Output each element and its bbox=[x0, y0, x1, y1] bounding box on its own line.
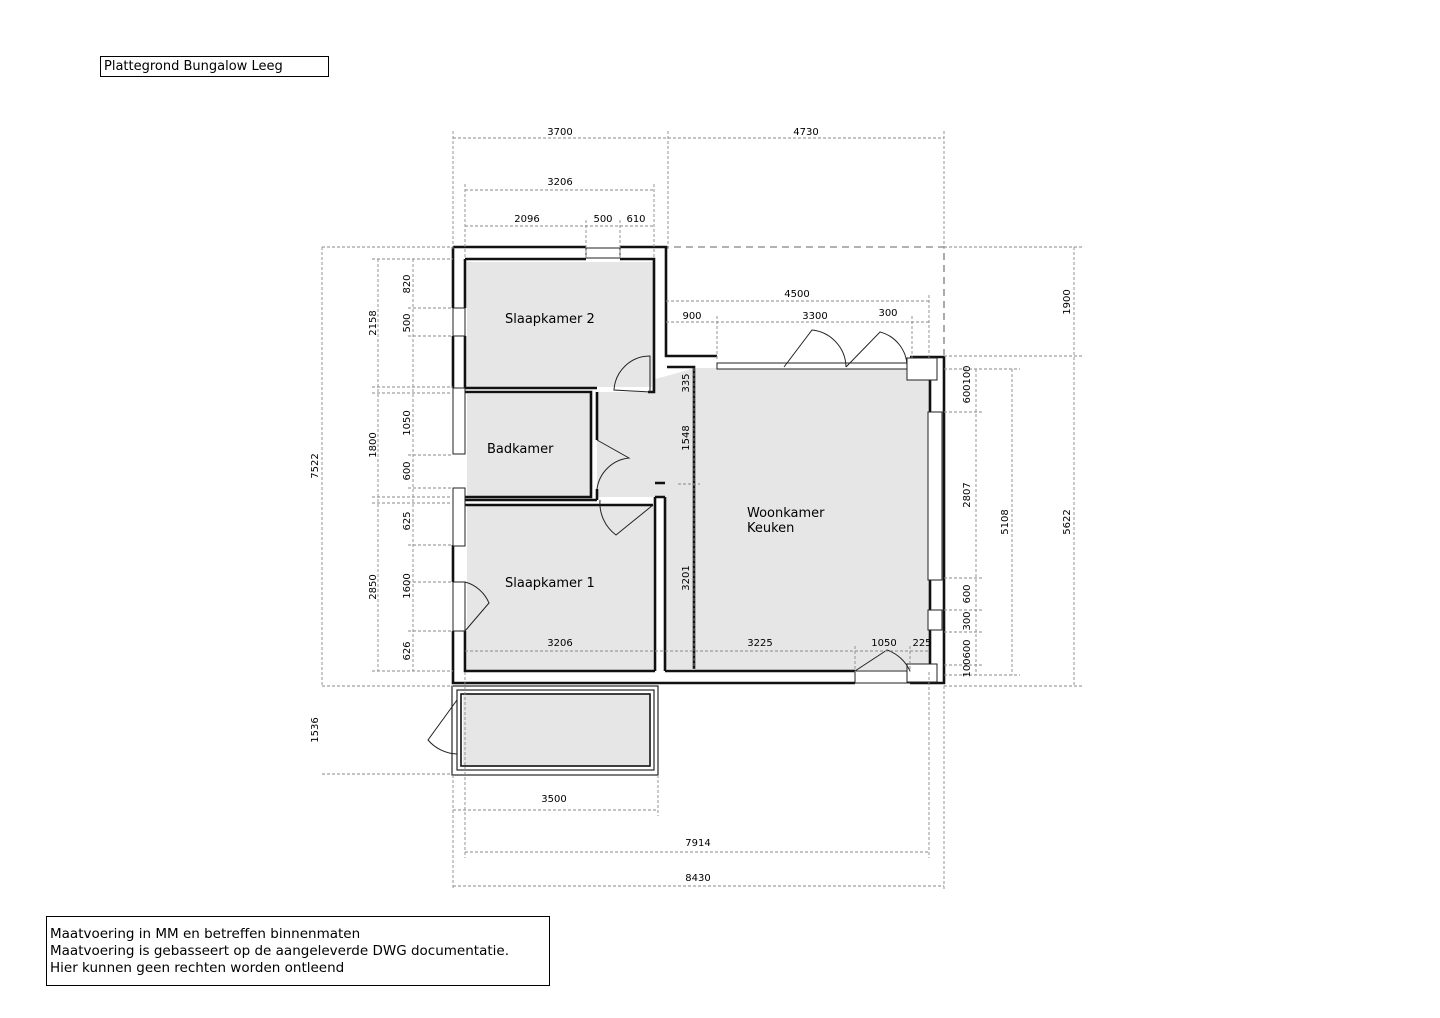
floor-woonkamer bbox=[694, 368, 929, 670]
dim-left-820: 820 bbox=[402, 274, 413, 293]
door-slaapkamer2 bbox=[613, 355, 651, 393]
dim-bottom-1050: 1050 bbox=[871, 638, 896, 649]
dim-left-600: 600 bbox=[402, 461, 413, 480]
dim-storage-width: 3500 bbox=[541, 794, 566, 805]
dim-hall-3201: 3201 bbox=[681, 565, 692, 590]
dim-bottom-3225: 3225 bbox=[747, 638, 772, 649]
dimension-labels: 3700 4730 3206 2096 500 610 4500 900 330… bbox=[310, 127, 1073, 884]
room-labels: Slaapkamer 2 Badkamer Slaapkamer 1 Woonk… bbox=[487, 312, 825, 591]
door-storage bbox=[427, 699, 458, 755]
storage-inner-wall bbox=[460, 693, 651, 767]
dim-right-300: 300 bbox=[962, 611, 973, 630]
room-slaapkamer-2: Slaapkamer 2 bbox=[505, 312, 595, 327]
dim-right-100-top: 100 bbox=[962, 365, 973, 384]
door-west-slaapkamer1 bbox=[452, 581, 466, 632]
dim-top-b: 500 bbox=[593, 214, 612, 225]
room-badkamer: Badkamer bbox=[487, 442, 554, 457]
wall-north-outer bbox=[453, 245, 717, 358]
dim-hall-335: 335 bbox=[681, 373, 692, 392]
window-east-small bbox=[927, 609, 943, 631]
wall-north-inner bbox=[465, 257, 656, 394]
dim-storage-height: 1536 bbox=[310, 717, 321, 742]
note-line-3: Hier kunnen geen rechten worden ontleend bbox=[50, 960, 345, 976]
dim-left-626: 626 bbox=[402, 641, 413, 660]
note-line-1: Maatvoering in MM en betreffen binnenmat… bbox=[50, 926, 361, 942]
storage-mid-wall bbox=[456, 689, 655, 771]
floor-storage bbox=[463, 694, 649, 766]
wall-east-outer bbox=[910, 355, 946, 685]
wall-hall-south bbox=[653, 497, 667, 671]
dim-right-inner: 5108 bbox=[1000, 509, 1011, 534]
walls bbox=[451, 245, 946, 776]
dim-bottom-inner: 7914 bbox=[685, 838, 710, 849]
windows bbox=[452, 247, 943, 684]
wall-bathroom-inner bbox=[465, 390, 593, 499]
wall-south-inner bbox=[463, 631, 855, 673]
dim-top-right: 4730 bbox=[793, 127, 818, 138]
window-west-slaapkamer1 bbox=[452, 487, 466, 547]
dim-terrace-c: 300 bbox=[878, 308, 897, 319]
floor-badkamer bbox=[467, 394, 591, 498]
dim-terrace-b: 3300 bbox=[802, 311, 827, 322]
dimension-lines bbox=[321, 131, 1082, 890]
door-swings bbox=[427, 329, 911, 755]
dim-bottom-225: 225 bbox=[912, 638, 931, 649]
dim-top-c: 610 bbox=[626, 214, 645, 225]
window-west-slaapkamer2 bbox=[452, 307, 466, 337]
dim-right-top: 1900 bbox=[1062, 289, 1073, 314]
dim-left-1050: 1050 bbox=[402, 410, 413, 435]
note-line-2: Maatvoering is gebasseert op de aangelev… bbox=[50, 943, 509, 959]
dim-terrace-total: 4500 bbox=[784, 289, 809, 300]
door-badkamer bbox=[596, 439, 631, 490]
dim-left-1800: 1800 bbox=[368, 432, 379, 457]
dim-right-100-bot: 100 bbox=[962, 658, 973, 677]
corner-post-se bbox=[906, 663, 938, 683]
dim-top-a: 2096 bbox=[514, 214, 539, 225]
dim-left-2158: 2158 bbox=[368, 310, 379, 335]
dim-terrace-a: 900 bbox=[682, 311, 701, 322]
door-slaapkamer1 bbox=[599, 499, 654, 536]
door-south-swing bbox=[854, 649, 911, 672]
door-west-slaapkamer1-swing bbox=[464, 581, 490, 632]
wall-west-south-outer bbox=[451, 545, 855, 685]
dim-left-500: 500 bbox=[402, 313, 413, 332]
dim-top-left: 3700 bbox=[547, 127, 572, 138]
wall-bathroom-outer bbox=[465, 386, 597, 502]
dim-top-inner: 3206 bbox=[547, 177, 572, 188]
drawing-title: Plattegrond Bungalow Leeg bbox=[100, 56, 329, 77]
dim-hall-1548: 1548 bbox=[681, 425, 692, 450]
door-south-woonkamer bbox=[854, 670, 911, 684]
storage-outer-wall bbox=[451, 685, 659, 776]
room-slaapkamer-1: Slaapkamer 1 bbox=[505, 576, 595, 591]
dim-bottom-total: 8430 bbox=[685, 873, 710, 884]
dim-left-625: 625 bbox=[402, 511, 413, 530]
window-north-slaapkamer2 bbox=[585, 247, 621, 259]
floor-slaapkamer-1 bbox=[467, 505, 653, 670]
floor-areas bbox=[463, 262, 929, 766]
dim-left-1600: 1600 bbox=[402, 573, 413, 598]
dim-right-total: 5622 bbox=[1062, 509, 1073, 534]
room-woonkamer: Woonkamer bbox=[747, 506, 825, 521]
dim-right-600-mid: 600 bbox=[962, 584, 973, 603]
wall-hall-stub bbox=[655, 481, 665, 499]
dim-left-2850: 2850 bbox=[368, 574, 379, 599]
floor-slaapkamer-2 bbox=[467, 262, 654, 387]
door-terrace bbox=[783, 329, 908, 368]
window-terrace-doors bbox=[716, 362, 908, 370]
dim-left-total: 7522 bbox=[310, 453, 321, 478]
dim-right-600-top: 600 bbox=[962, 384, 973, 403]
window-west-badkamer bbox=[452, 387, 466, 455]
dim-right-2807: 2807 bbox=[962, 482, 973, 507]
room-keuken: Keuken bbox=[747, 521, 794, 536]
corner-post-ne bbox=[906, 357, 938, 381]
window-east-woonkamer bbox=[927, 411, 943, 581]
dim-right-600-bot: 600 bbox=[962, 639, 973, 658]
disclaimer-notes: Maatvoering in MM en betreffen binnenmat… bbox=[46, 916, 550, 986]
dim-bottom-3206: 3206 bbox=[547, 638, 572, 649]
